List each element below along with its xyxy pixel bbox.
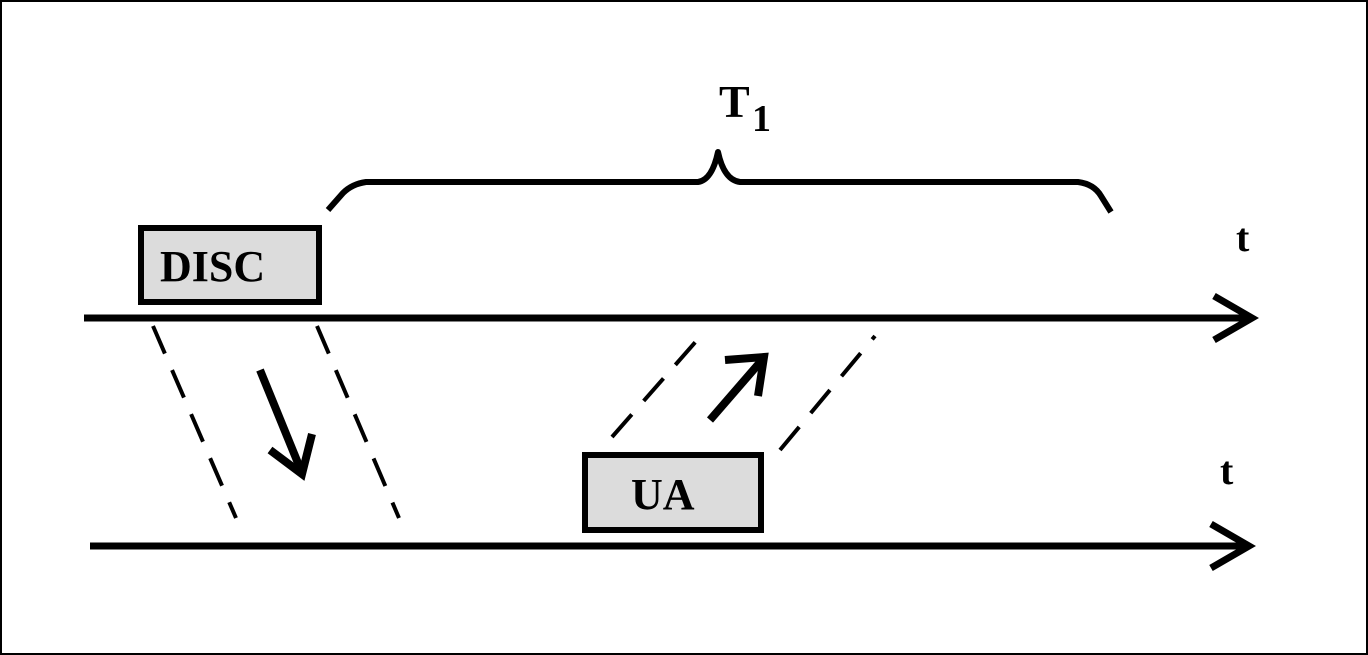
top-axis-label: t [1236,215,1250,260]
disc-frame-label: DISC [160,242,265,291]
ua-frame-label: UA [631,470,695,519]
timer-label: T [719,76,750,127]
timer-subscript: 1 [752,98,771,140]
disc-direction-arrow-shaft [256,368,304,470]
top-axis-arrowhead [1212,292,1259,344]
ua-frame-box [582,452,764,533]
ua-leading-edge [610,328,708,439]
ua-direction-arrow-shaft [706,357,766,423]
disc-leading-edge [151,325,238,519]
ua-direction-arrowhead [724,352,769,397]
ua-trailing-edge [778,334,877,452]
bottom-axis-label: t [1220,448,1234,493]
disc-frame-box [138,225,322,305]
timer-brace [325,149,1114,214]
disc-trailing-edge [315,325,401,519]
bottom-axis-arrowhead [1209,520,1256,572]
disc-direction-arrowhead [267,433,316,481]
